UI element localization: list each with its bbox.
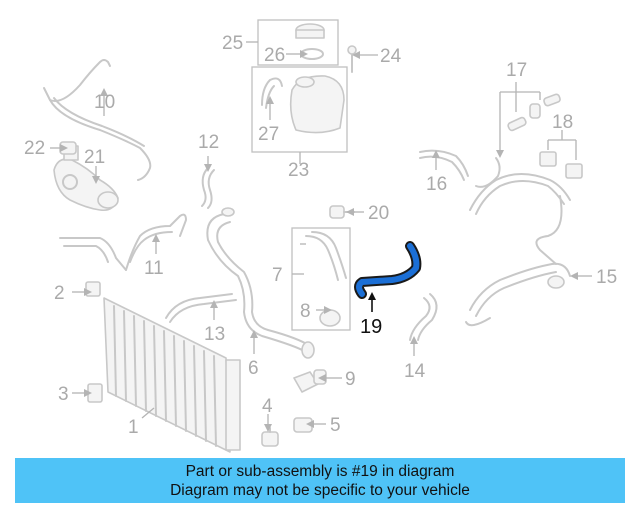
callout-10: 10 bbox=[94, 92, 115, 113]
heater-hose-part bbox=[419, 149, 469, 181]
radiator-part bbox=[103, 297, 241, 453]
main-radiator-hose-part bbox=[206, 207, 315, 359]
callout-26: 26 bbox=[264, 45, 285, 66]
callout-17: 17 bbox=[506, 60, 527, 81]
bolt-part bbox=[347, 45, 357, 73]
callout-15: 15 bbox=[596, 267, 617, 288]
callout-11: 11 bbox=[144, 258, 164, 279]
pipe-assembly-part bbox=[59, 213, 187, 271]
upper-small-hose-part bbox=[201, 167, 215, 209]
callout-21: 21 bbox=[84, 147, 105, 168]
callout-13: 13 bbox=[204, 324, 225, 345]
callout-7: 7 bbox=[272, 265, 283, 286]
callout-20: 20 bbox=[368, 203, 389, 224]
connectors-part bbox=[539, 151, 583, 179]
highlight-leader bbox=[368, 292, 376, 312]
banner-line-disclaimer: Diagram may not be specific to your vehi… bbox=[170, 482, 470, 499]
callout-19: 19 bbox=[360, 316, 382, 338]
highlighted-hose-part-19[interactable] bbox=[354, 241, 422, 299]
boxed-hose-part bbox=[305, 231, 347, 281]
tank-hose-part bbox=[261, 77, 283, 109]
callout-6: 6 bbox=[248, 358, 259, 379]
callout-5: 5 bbox=[330, 415, 341, 436]
clips-part bbox=[507, 93, 561, 132]
callout-18: 18 bbox=[552, 112, 573, 133]
callout-16: 16 bbox=[426, 174, 447, 195]
callout-2: 2 bbox=[54, 283, 65, 304]
t-connector-part bbox=[293, 369, 327, 393]
callout-1: 1 bbox=[128, 417, 139, 438]
callout-25: 25 bbox=[222, 33, 243, 54]
banner-line-part-number: Part or sub-assembly is #19 in diagram bbox=[185, 463, 455, 480]
callout-27: 27 bbox=[258, 124, 279, 145]
small-lower-hose-part bbox=[409, 293, 438, 341]
heater-pipe-part bbox=[469, 157, 571, 265]
lower-hose-part bbox=[165, 293, 237, 323]
callout-8: 8 bbox=[300, 301, 311, 322]
hose-group-box bbox=[291, 227, 351, 331]
long-pipe-part bbox=[43, 59, 152, 181]
heater-core-hose-part bbox=[465, 262, 571, 327]
info-banner: Part or sub-assembly is #19 in diagram D… bbox=[15, 458, 625, 503]
callout-4: 4 bbox=[262, 396, 273, 417]
callout-23: 23 bbox=[288, 160, 309, 181]
callout-9: 9 bbox=[345, 369, 356, 390]
callout-22: 22 bbox=[24, 138, 45, 159]
boxed-fitting-part bbox=[319, 309, 341, 327]
callout-3: 3 bbox=[58, 384, 69, 405]
callout-14: 14 bbox=[404, 361, 426, 382]
leader-lines bbox=[50, 41, 592, 432]
callout-12: 12 bbox=[198, 132, 219, 153]
coolant-flange-part bbox=[53, 145, 119, 212]
sensor-fitting-part bbox=[261, 427, 279, 447]
reservoir-cap-part bbox=[295, 23, 325, 39]
expansion-tank-part bbox=[289, 75, 345, 134]
callout-24: 24 bbox=[380, 46, 402, 67]
